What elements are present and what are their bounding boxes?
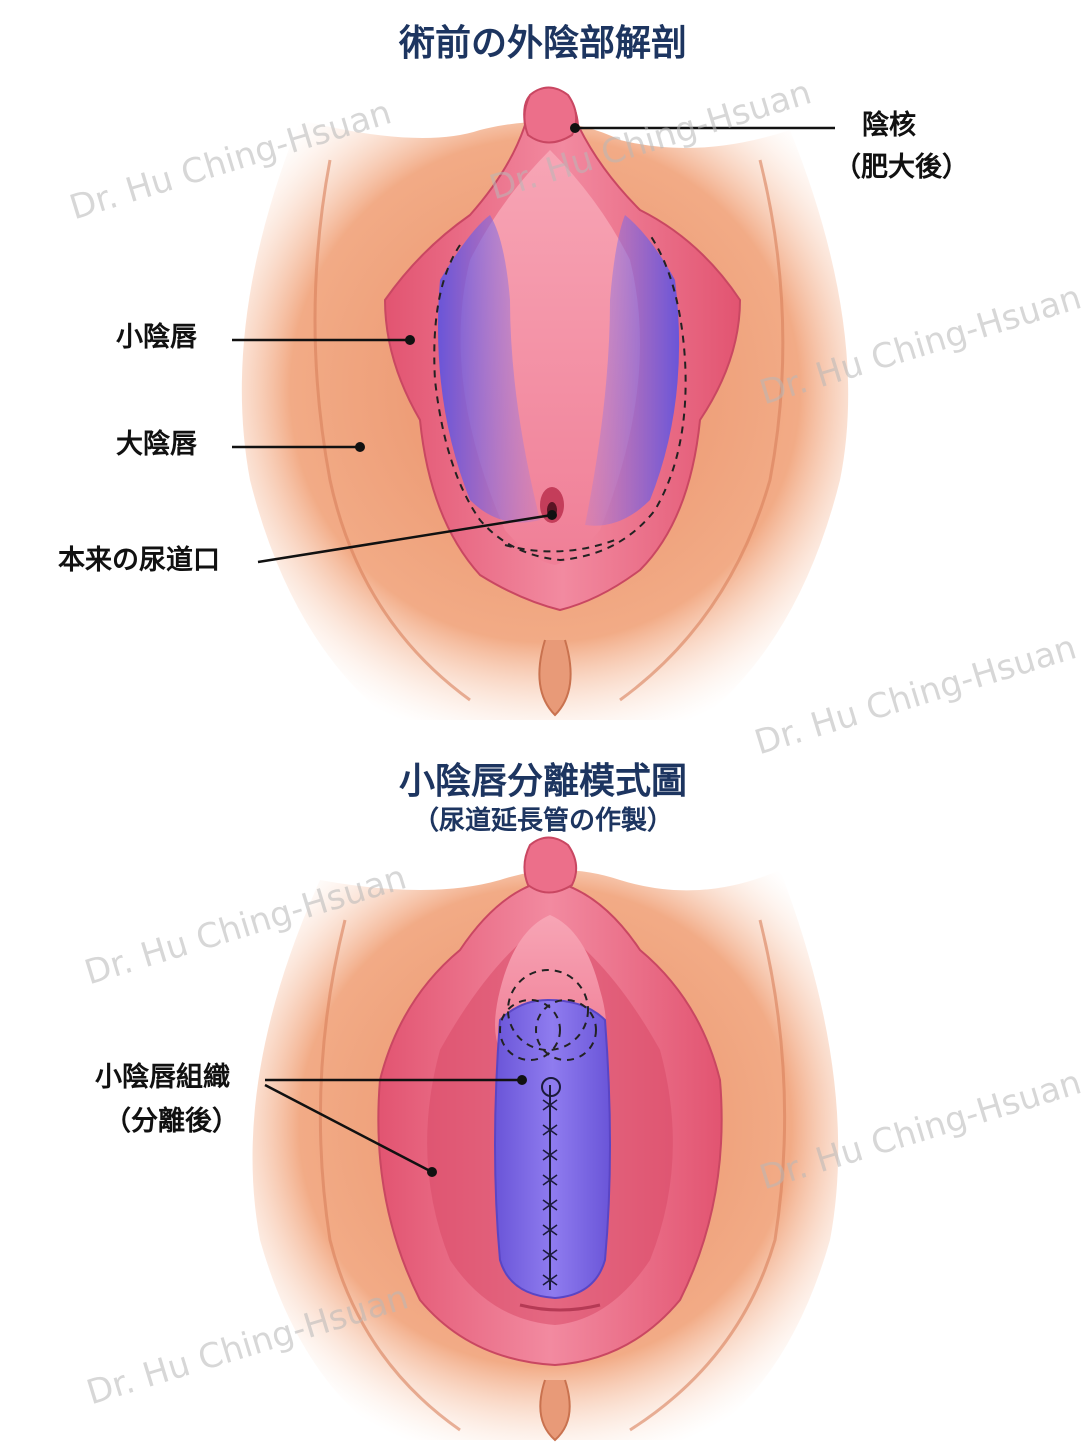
dashed-circle-left xyxy=(499,999,561,1061)
label-tissue: 小陰唇組織 xyxy=(95,1062,230,1093)
dashed-circle-right xyxy=(535,999,597,1061)
leader-dot-clitoris xyxy=(570,123,580,133)
skin-fold-left-bottom xyxy=(318,919,461,1432)
bottom-diagram-title: 小陰唇分離模式圖 xyxy=(398,761,687,802)
label-labia-minora: 小陰唇 xyxy=(116,322,197,353)
leader-dot-tissue-tube xyxy=(517,1075,527,1085)
label-labia-majora: 大陰唇 xyxy=(116,429,197,460)
leader-dot-urethral-opening xyxy=(547,510,557,520)
skin-fold-right xyxy=(619,159,785,702)
suture-stitches xyxy=(542,1099,558,1286)
leader-urethral-opening xyxy=(257,513,553,564)
incision-outline-top xyxy=(433,234,687,562)
clitoris-bottom xyxy=(523,836,578,894)
fourchette-line xyxy=(519,1303,601,1312)
incision-base-top xyxy=(504,539,616,553)
highlight-band-right-top xyxy=(585,215,680,526)
urethral-extension-tube xyxy=(494,998,611,1300)
label-clitoris: 陰核 xyxy=(862,110,916,141)
label-urethral-opening: 本来の尿道口 xyxy=(58,545,220,576)
bottom-diagram-subtitle: （尿道延長管の作製） xyxy=(412,806,673,836)
leader-tissue-labia xyxy=(264,1083,433,1174)
leader-dot-labia-majora xyxy=(355,442,365,452)
highlight-band-left-top xyxy=(438,215,540,523)
top-diagram-title: 術前の外陰部解剖 xyxy=(398,23,687,64)
label-tissue-note: （分離後） xyxy=(104,1106,239,1137)
leader-dot-labia-minora xyxy=(405,335,415,345)
clitoris-top xyxy=(523,86,578,144)
perineum-bottom xyxy=(539,1379,571,1442)
bottom-diagram xyxy=(252,836,839,1442)
skin-fold-right-bottom xyxy=(629,919,787,1432)
top-diagram xyxy=(232,86,849,720)
skin-fold-left xyxy=(313,159,471,702)
label-clitoris-note: （肥大後） xyxy=(834,152,969,183)
perineum-top xyxy=(538,639,572,717)
leader-dot-tissue-labia xyxy=(427,1167,437,1177)
dashed-circle-center xyxy=(507,969,589,1051)
suture-knot xyxy=(541,1077,561,1097)
